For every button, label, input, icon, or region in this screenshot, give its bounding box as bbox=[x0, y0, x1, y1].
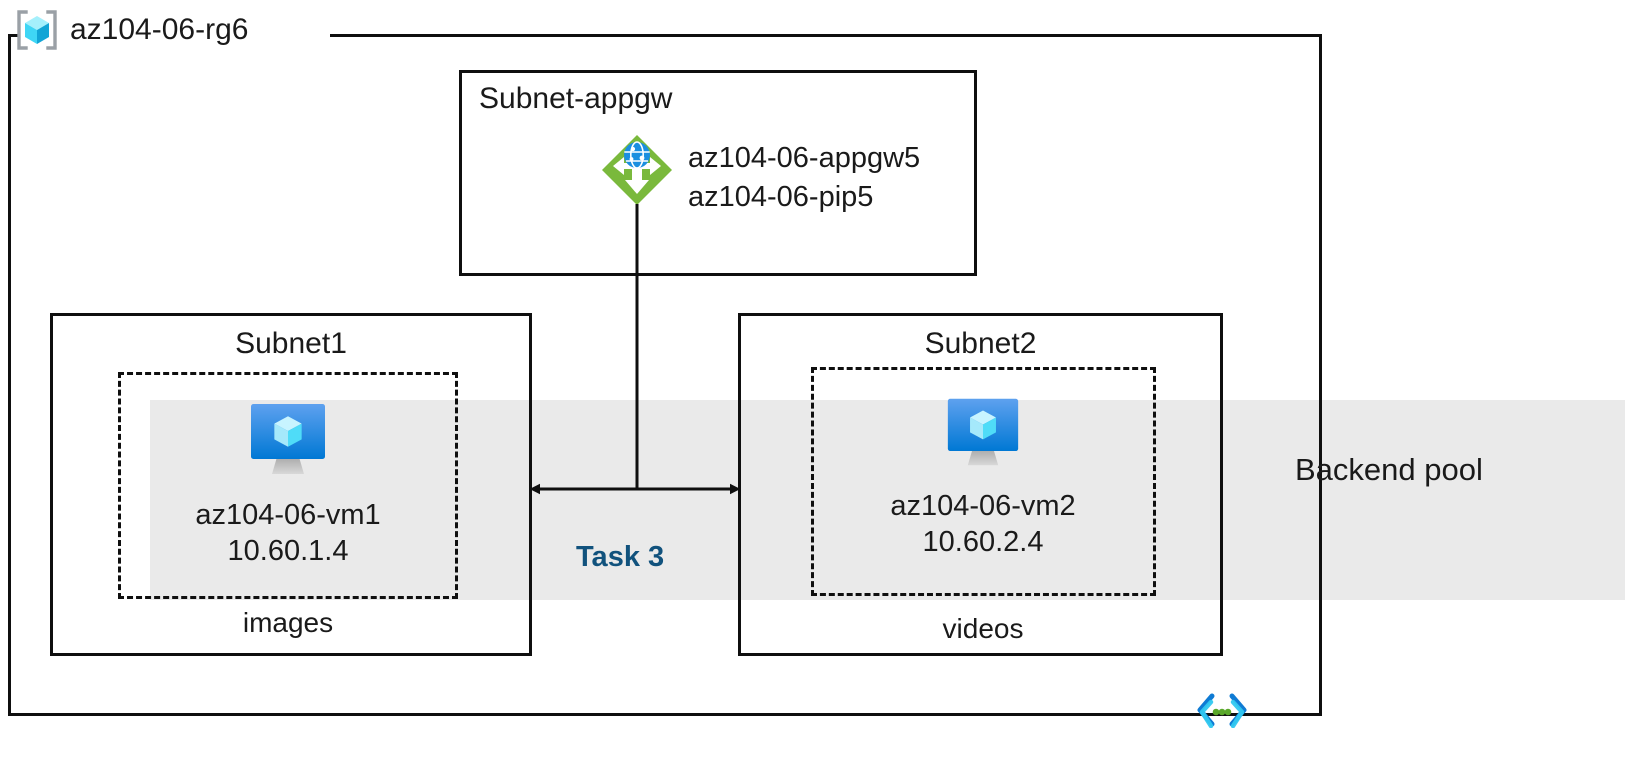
backend-pool-label: Backend pool bbox=[1295, 452, 1483, 487]
virtual-machine-icon bbox=[813, 395, 1153, 476]
vm2-ip-label: 10.60.2.4 bbox=[922, 526, 1044, 558]
vm1-node: az104-06-vm1 10.60.1.4 bbox=[118, 400, 458, 569]
vm1-ip-label: 10.60.1.4 bbox=[227, 535, 349, 567]
vm2-name-label: az104-06-vm2 bbox=[890, 490, 1076, 522]
vm1-name-label: az104-06-vm1 bbox=[195, 499, 381, 531]
resource-group-cube-icon bbox=[14, 9, 60, 51]
resource-group-name: az104-06-rg6 bbox=[70, 13, 249, 46]
subnet1-vm-dashed-boundary bbox=[118, 372, 458, 599]
subnet2-title: Subnet2 bbox=[924, 327, 1037, 360]
vnet-code-brackets-icon bbox=[1195, 692, 1249, 733]
appgw-pip-label: az104-06-pip5 bbox=[688, 181, 874, 213]
vm2-node: az104-06-vm2 10.60.2.4 bbox=[813, 395, 1153, 560]
resource-group-header: az104-06-rg6 bbox=[14, 6, 248, 54]
appgw-name-label: az104-06-appgw5 bbox=[688, 142, 921, 174]
subnet2-vm-dashed-boundary bbox=[811, 367, 1156, 596]
virtual-machine-icon bbox=[118, 400, 458, 485]
resource-group-box bbox=[8, 34, 1322, 716]
application-gateway-icon bbox=[600, 133, 674, 212]
subnet-appgw-box bbox=[459, 70, 977, 276]
application-gateway-labels: az104-06-appgw5 az104-06-pip5 bbox=[688, 133, 920, 217]
subnet1-footer-label: images bbox=[242, 607, 334, 638]
backend-pool-band bbox=[150, 400, 1625, 600]
task-3-label: Task 3 bbox=[576, 541, 665, 573]
resource-group-title-gap bbox=[20, 22, 330, 48]
application-gateway-node: az104-06-appgw5 az104-06-pip5 bbox=[600, 133, 920, 217]
subnet2-footer-label: videos bbox=[942, 613, 1024, 644]
subnet-appgw-title: Subnet-appgw bbox=[479, 82, 673, 115]
subnet1-title: Subnet1 bbox=[235, 327, 347, 360]
